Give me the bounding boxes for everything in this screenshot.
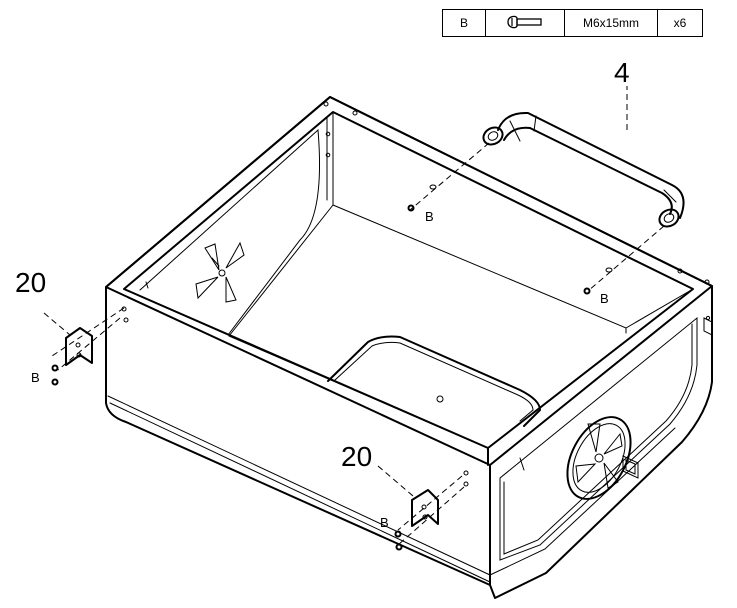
callout-bracket-left-number: 20 — [15, 267, 46, 298]
bracket-left — [43, 307, 125, 386]
part-spec: M6x15mm — [564, 9, 658, 37]
handle-part — [482, 111, 685, 228]
vent-fan-left — [195, 241, 245, 303]
part-letter: B — [442, 9, 486, 37]
screw-label-handle-right: B — [600, 291, 609, 306]
callout-handle-number: 4 — [614, 57, 630, 88]
cabinet-box — [105, 96, 713, 599]
screw-label-bracket-right: B — [380, 515, 389, 530]
part-qty: x6 — [657, 9, 703, 37]
screw-label-handle-left: B — [425, 209, 434, 224]
vent-fan-right — [566, 416, 632, 500]
bracket-right — [377, 465, 465, 551]
callout-bracket-right-number: 20 — [341, 441, 372, 472]
handle-screws — [407, 86, 665, 295]
parts-table: B M6x15mm x6 — [442, 9, 703, 37]
screw-label-bracket-left: B — [31, 370, 40, 385]
